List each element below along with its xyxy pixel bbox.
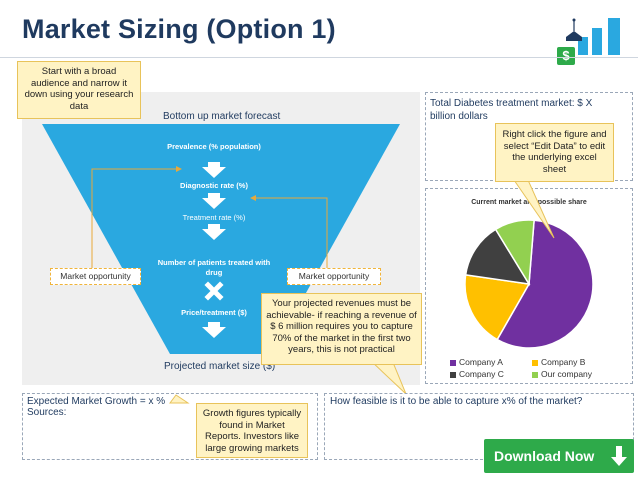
download-now-button[interactable]: Download Now [484,439,634,473]
callout-growth-figures: Growth figures typically found in Market… [196,403,308,458]
market-opportunity-right: Market opportunity [287,268,381,285]
title-divider [0,57,638,58]
legend-item-company-a: Company A [450,357,503,367]
funnel-patients: Number of patients treated with drug [157,258,271,277]
multiply-icon [204,281,224,301]
funnel-treatment: Treatment rate (%) [182,213,246,222]
page-title: Market Sizing (Option 1) [22,14,336,44]
download-arrow-icon [611,446,627,466]
legend-item-company-b: Company B [532,357,585,367]
pie-chart[interactable] [425,188,633,384]
chart-growth-logo-icon: $ [557,18,620,65]
pie-slice-company-c [464,228,531,285]
funnel-heading: Bottom up market forecast [163,111,281,122]
funnel-price: Price/treatment ($) [181,308,247,317]
down-arrow-icon [202,224,226,240]
download-label: Download Now [494,448,595,464]
pie-slice-our-company [494,219,535,287]
callout-pointer-growth [169,394,190,404]
funnel-diagnostic: Diagnostic rate (%) [180,181,248,190]
projected-market-size: Projected market size ($) [164,361,276,372]
down-arrow-icon [202,193,226,209]
callout-edit-data: Right click the figure and select “Edit … [495,123,614,182]
total-market-text: Total Diabetes treatment market: $ X bil… [430,98,593,122]
funnel-prevalence: Prevalence (% population) [167,142,261,151]
pie-slice-company-a [496,219,594,349]
funnel-shape [42,124,400,354]
legend-item-company-c: Company C [450,369,504,379]
feasibility-question: How feasible is it to be able to capture… [330,396,583,407]
callout-projected-revenue: Your projected revenues must be achievab… [261,293,422,365]
market-opportunity-left: Market opportunity [50,268,141,285]
callout-broad-audience: Start with a broad audience and narrow i… [17,61,141,119]
sources-label: Sources: [27,407,67,418]
down-arrow-icon [202,322,226,338]
growth-label: Expected Market Growth = x % [27,396,166,407]
pie-slice-company-b [464,274,531,341]
svg-text:$: $ [562,48,570,63]
down-arrow-icon [202,162,226,178]
funnel-diagram [42,124,400,354]
legend-item-our-company: Our company [532,369,592,379]
